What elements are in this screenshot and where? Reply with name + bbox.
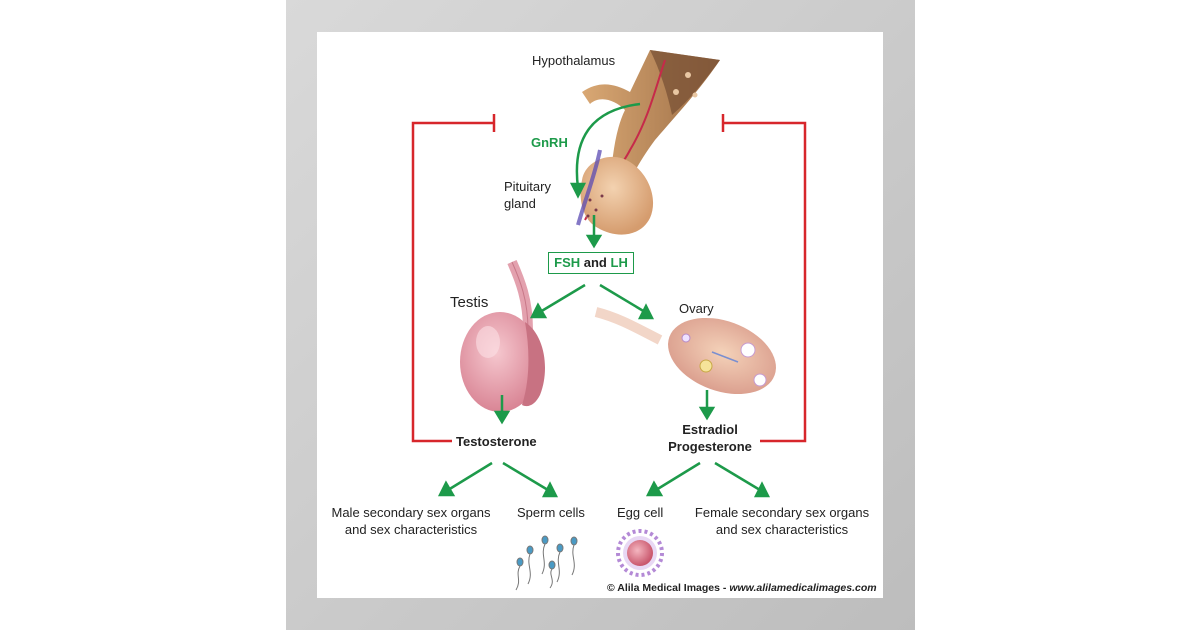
estradiol-label: Estradiol — [682, 422, 738, 437]
gnrh-label: GnRH — [531, 135, 568, 150]
feedback-right — [723, 121, 807, 443]
female-characteristics-line1: Female secondary sex organs — [694, 505, 870, 520]
fsh-label: FSH — [554, 255, 581, 270]
gnrh-arrow — [575, 102, 641, 189]
male-characteristics-line1: Male secondary sex organs — [331, 505, 491, 520]
credit-url: www.alilamedicalimages.com — [729, 582, 877, 594]
lh-label: LH — [610, 255, 628, 270]
ovary-label: Ovary — [679, 301, 714, 316]
hypothalamus-label: Hypothalamus — [532, 53, 616, 68]
testis-label: Testis — [450, 294, 489, 311]
copyright-text: © Alila Medical Images — [607, 582, 720, 594]
credit-separator: - — [722, 582, 727, 594]
negative-feedback-lines — [411, 114, 807, 443]
pituitary-label-line2: gland — [504, 196, 536, 211]
male-characteristics-line2: and sex characteristics — [344, 522, 478, 537]
credit-line: © Alila Medical Images - www.alilamedica… — [607, 582, 877, 594]
egg-cell-label: Egg cell — [617, 505, 664, 520]
feedback-left — [411, 121, 494, 443]
testis-illustration — [460, 259, 545, 412]
testosterone-label: Testosterone — [456, 434, 537, 449]
pituitary-label-line1: Pituitary — [504, 179, 551, 194]
hypothalamus-illustration — [582, 50, 720, 221]
stimulation-arrows — [437, 102, 771, 498]
sperm-cells-label: Sperm cells — [517, 505, 585, 520]
pituitary-illustration — [576, 149, 654, 235]
female-characteristics-line2: and sex characteristics — [715, 522, 849, 537]
sperm-illustration — [515, 535, 578, 591]
fsh-lh-box: FSH and LH — [548, 252, 634, 274]
and-label: and — [583, 255, 607, 270]
egg-cell-illustration — [616, 529, 664, 577]
progesterone-label: Progesterone — [668, 439, 752, 454]
ovary-illustration — [594, 307, 776, 395]
